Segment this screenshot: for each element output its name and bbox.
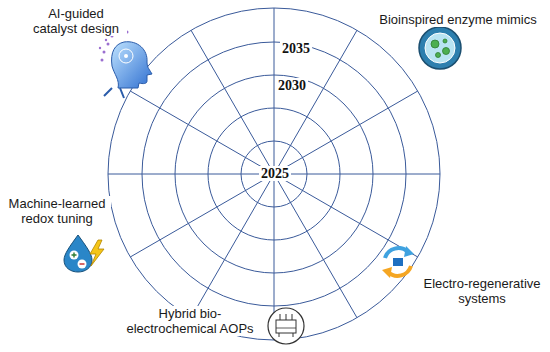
trend-label: AI-guided catalyst design xyxy=(25,6,127,36)
grid-spoke xyxy=(274,30,357,174)
redox-drop-icon xyxy=(64,235,104,272)
grid-spoke xyxy=(191,174,274,318)
petri-dish-icon xyxy=(419,27,461,69)
year-label: 2025 xyxy=(259,166,291,181)
grid-spoke xyxy=(130,91,274,174)
trend-label: Bioinspired enzyme mimics xyxy=(370,12,547,27)
grid-spoke xyxy=(274,174,418,257)
grid-spoke xyxy=(274,91,418,174)
trend-label: Hybrid bio-electrochemical AOPs xyxy=(116,306,264,336)
grid-spoke xyxy=(191,30,274,174)
year-label: 2030 xyxy=(276,78,308,93)
polar-grid xyxy=(108,8,440,340)
reactor-icon xyxy=(268,308,304,344)
trend-label: Machine-learned redox tuning xyxy=(3,196,111,226)
trend-label: Electro-regenerative systems xyxy=(417,276,547,306)
ai-head-icon xyxy=(99,31,152,99)
grid-spoke xyxy=(274,174,440,175)
grid-spoke xyxy=(274,8,275,174)
timeline-ring xyxy=(108,8,440,340)
regeneration-cycle-icon xyxy=(382,246,414,278)
grid-spoke xyxy=(108,174,274,175)
grid-spoke xyxy=(274,174,357,318)
grid-spoke xyxy=(130,174,274,257)
year-label: 2035 xyxy=(280,41,312,56)
